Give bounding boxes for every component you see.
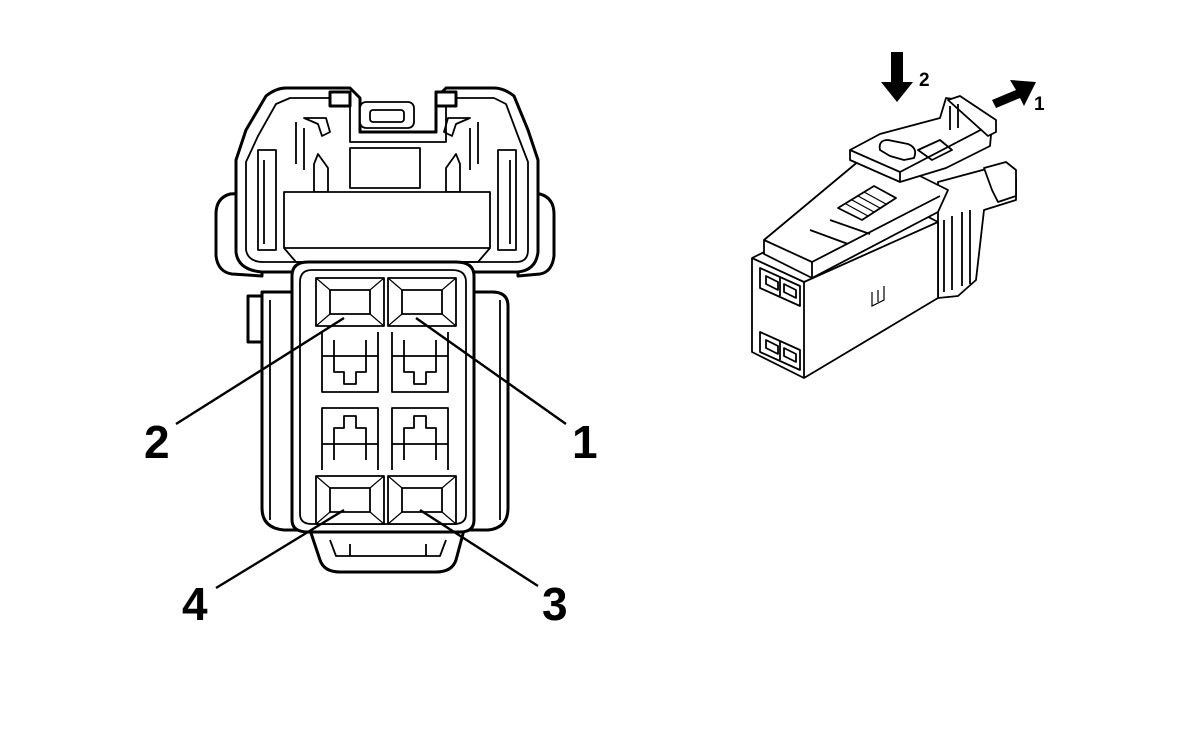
terminal-locks <box>321 332 449 470</box>
cavity-pin-1 <box>387 277 457 327</box>
pin-face <box>290 260 476 534</box>
iso-lock-window <box>837 185 897 221</box>
release-step-label-2: 2 <box>919 70 930 91</box>
leader-line-2 <box>175 316 345 426</box>
latch-crossbar <box>283 191 491 249</box>
bottom-foot <box>308 528 466 574</box>
leader-line-1 <box>415 317 567 425</box>
release-arrow-1-icon <box>992 80 1036 108</box>
leader-line-4 <box>215 508 345 590</box>
pin-label-1: 1 <box>572 416 598 468</box>
pin-label-4: 4 <box>182 578 208 630</box>
connector-isometric-view: 2 1 <box>751 52 1045 379</box>
top-lock-clip <box>257 90 517 251</box>
cavity-pin-3 <box>387 475 457 525</box>
release-step-label-1: 1 <box>1034 94 1045 115</box>
release-arrow-2-icon <box>881 52 913 102</box>
cavity-pin-4 <box>315 475 385 525</box>
cavity-pin-2 <box>315 277 385 327</box>
iso-cavities <box>759 267 801 371</box>
leader-line-3 <box>419 508 539 588</box>
pin-label-3: 3 <box>542 578 568 630</box>
pin-label-2: 2 <box>144 416 170 468</box>
connector-front-view: 1 2 3 4 <box>144 86 598 630</box>
iso-side-mark <box>871 286 885 307</box>
